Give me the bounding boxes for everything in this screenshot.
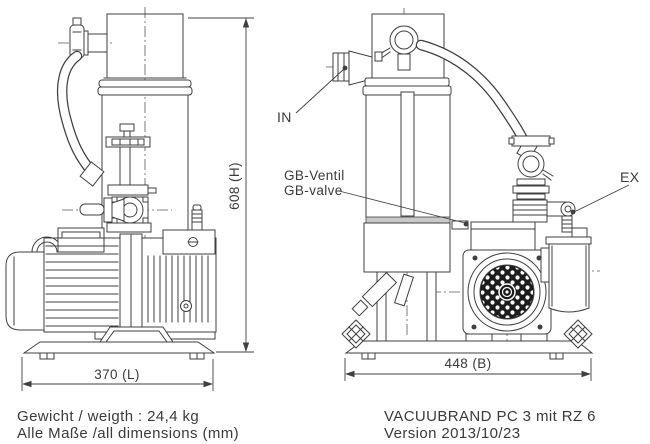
dimension-length: 370 (L) xyxy=(21,357,214,391)
exhaust-label: EX xyxy=(620,169,640,185)
inlet-clamp-fitting xyxy=(69,17,108,59)
front-view-drawing xyxy=(326,8,600,360)
dimension-width: 448 (B) xyxy=(344,356,592,381)
annotation-ex: EX xyxy=(570,169,640,215)
inlet-port xyxy=(332,50,373,86)
model-note: VACUUBRAND PC 3 mit RZ 6 xyxy=(384,408,596,425)
annotation-gb-valve: GB-Ventil GB-valve xyxy=(284,168,469,227)
base-plate-front xyxy=(341,319,594,360)
base-plate-side xyxy=(22,341,216,360)
gb-ventil-label: GB-Ventil xyxy=(284,168,345,183)
exhaust-catchpot xyxy=(540,227,592,313)
gb-valve-assembly-side xyxy=(79,123,157,233)
inlet-head-box xyxy=(371,13,445,79)
dimension-height: 608 (H) xyxy=(188,17,254,353)
separator-column-front xyxy=(351,77,452,342)
footer-notes: Gewicht / weigth : 24,4 kg Alle Maße /al… xyxy=(17,408,596,442)
pump-side xyxy=(5,204,217,343)
dim-label-length: 370 (L) xyxy=(94,367,140,382)
inlet-label: IN xyxy=(277,109,292,125)
version-note: Version 2013/10/23 xyxy=(384,425,520,442)
gb-valve-label: GB-valve xyxy=(284,183,343,198)
annotation-in: IN xyxy=(277,65,348,125)
units-note: Alle Maße /all dimensions (mm) xyxy=(17,425,239,442)
vacuum-hose-left xyxy=(57,50,105,187)
side-view-drawing xyxy=(5,7,217,360)
weight-note: Gewicht / weigth : 24,4 kg xyxy=(17,408,199,425)
motor-front xyxy=(451,220,552,343)
dim-label-width: 448 (B) xyxy=(444,356,491,371)
dim-label-height: 608 (H) xyxy=(227,162,242,210)
